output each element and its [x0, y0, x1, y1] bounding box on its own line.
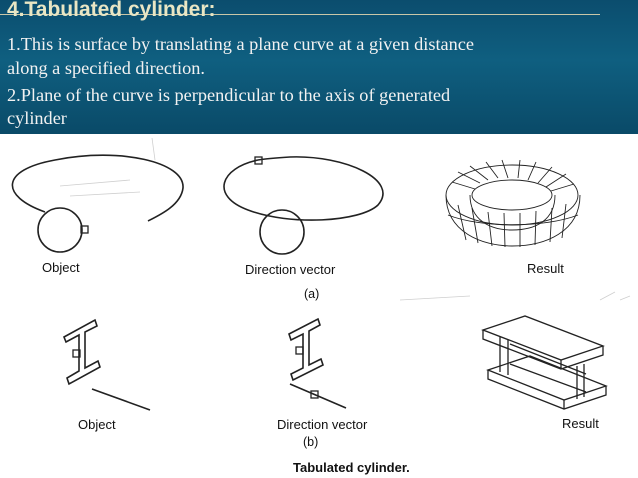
body-line-2: along a specified direction.: [7, 58, 205, 78]
direction-curve-a: [223, 156, 384, 255]
result-label-a: Result: [527, 261, 564, 276]
body-line-1: 1.This is surface by translating a plane…: [7, 34, 475, 54]
body-line-3: 2.Plane of the curve is perpendicular to…: [7, 85, 451, 105]
object-label-a: Object: [42, 260, 80, 275]
object-curve-a: [11, 154, 184, 253]
result-i-beam-b: [481, 315, 608, 410]
tabulated-cylinder-figure: Object Direction vector Result (a) Objec…: [0, 134, 638, 478]
title-underline: [0, 14, 600, 15]
direction-label-b: Direction vector: [277, 417, 368, 432]
slide-title: 4.Tabulated cylinder:: [7, 0, 216, 21]
direction-i-profile-b: [288, 317, 347, 409]
slide-header: 4.Tabulated cylinder: 1.This is surface …: [0, 0, 638, 134]
figure-drawing: [11, 137, 631, 411]
object-i-profile-b: [62, 318, 151, 411]
sub-label-a: (a): [304, 287, 320, 301]
figure-caption: Tabulated cylinder.: [293, 460, 410, 475]
result-torus-a: [445, 159, 581, 248]
sub-label-b: (b): [303, 435, 319, 449]
direction-label-a: Direction vector: [245, 262, 336, 277]
body-line-4: cylinder: [7, 108, 67, 128]
result-label-b: Result: [562, 416, 599, 431]
object-label-b: Object: [78, 417, 116, 432]
faint-traces: [59, 137, 631, 301]
